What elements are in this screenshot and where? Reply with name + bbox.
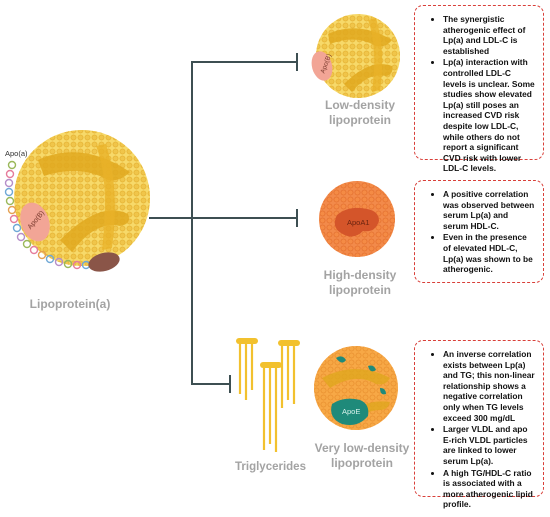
hdl-apoa-label: ApoA1 xyxy=(347,218,370,227)
hdl-bullet-2: Even in the presence of elevated HDL-C, … xyxy=(443,232,535,274)
ldl-info-box: The synergistic atherogenic effect of Lp… xyxy=(414,5,544,173)
vldl-apoe-label: ApoE xyxy=(342,407,360,416)
vldl-label: Very low-density lipoprotein xyxy=(314,441,410,470)
ldl-label: Low-density lipoprotein xyxy=(324,98,395,127)
lipoprotein-a-particle: Apo(B) Apo(a) xyxy=(4,130,150,272)
ldl-bullet-2: Lp(a) interaction with controlled LDL-C … xyxy=(443,57,535,174)
ldl-bullet-1: The synergistic atherogenic effect of Lp… xyxy=(443,14,535,56)
connector-tree xyxy=(149,53,298,393)
hdl-label: High-density lipoprotein xyxy=(323,268,397,297)
ldl-particle: Apo(B) xyxy=(311,14,400,98)
apoa-label: Apo(a) xyxy=(5,149,28,158)
triglycerides-icon xyxy=(236,338,300,452)
lipoprotein-a-label: Lipoprotein(a) xyxy=(29,297,111,311)
hdl-particle: ApoA1 xyxy=(319,181,395,257)
hdl-info-box: A positive correlation was observed betw… xyxy=(414,180,544,283)
vldl-bullet-2: Larger VLDL and apo E-rich VLDL particle… xyxy=(443,424,535,466)
triglycerides-label: Triglycerides xyxy=(235,461,306,473)
vldl-particle: ApoE xyxy=(314,346,398,430)
hdl-bullet-1: A positive correlation was observed betw… xyxy=(443,189,535,231)
vldl-bullet-1: An inverse correlation exists between Lp… xyxy=(443,349,535,423)
vldl-bullet-3: A high TG/HDL-C ratio is associated with… xyxy=(443,468,535,510)
vldl-info-box: An inverse correlation exists between Lp… xyxy=(414,340,544,509)
